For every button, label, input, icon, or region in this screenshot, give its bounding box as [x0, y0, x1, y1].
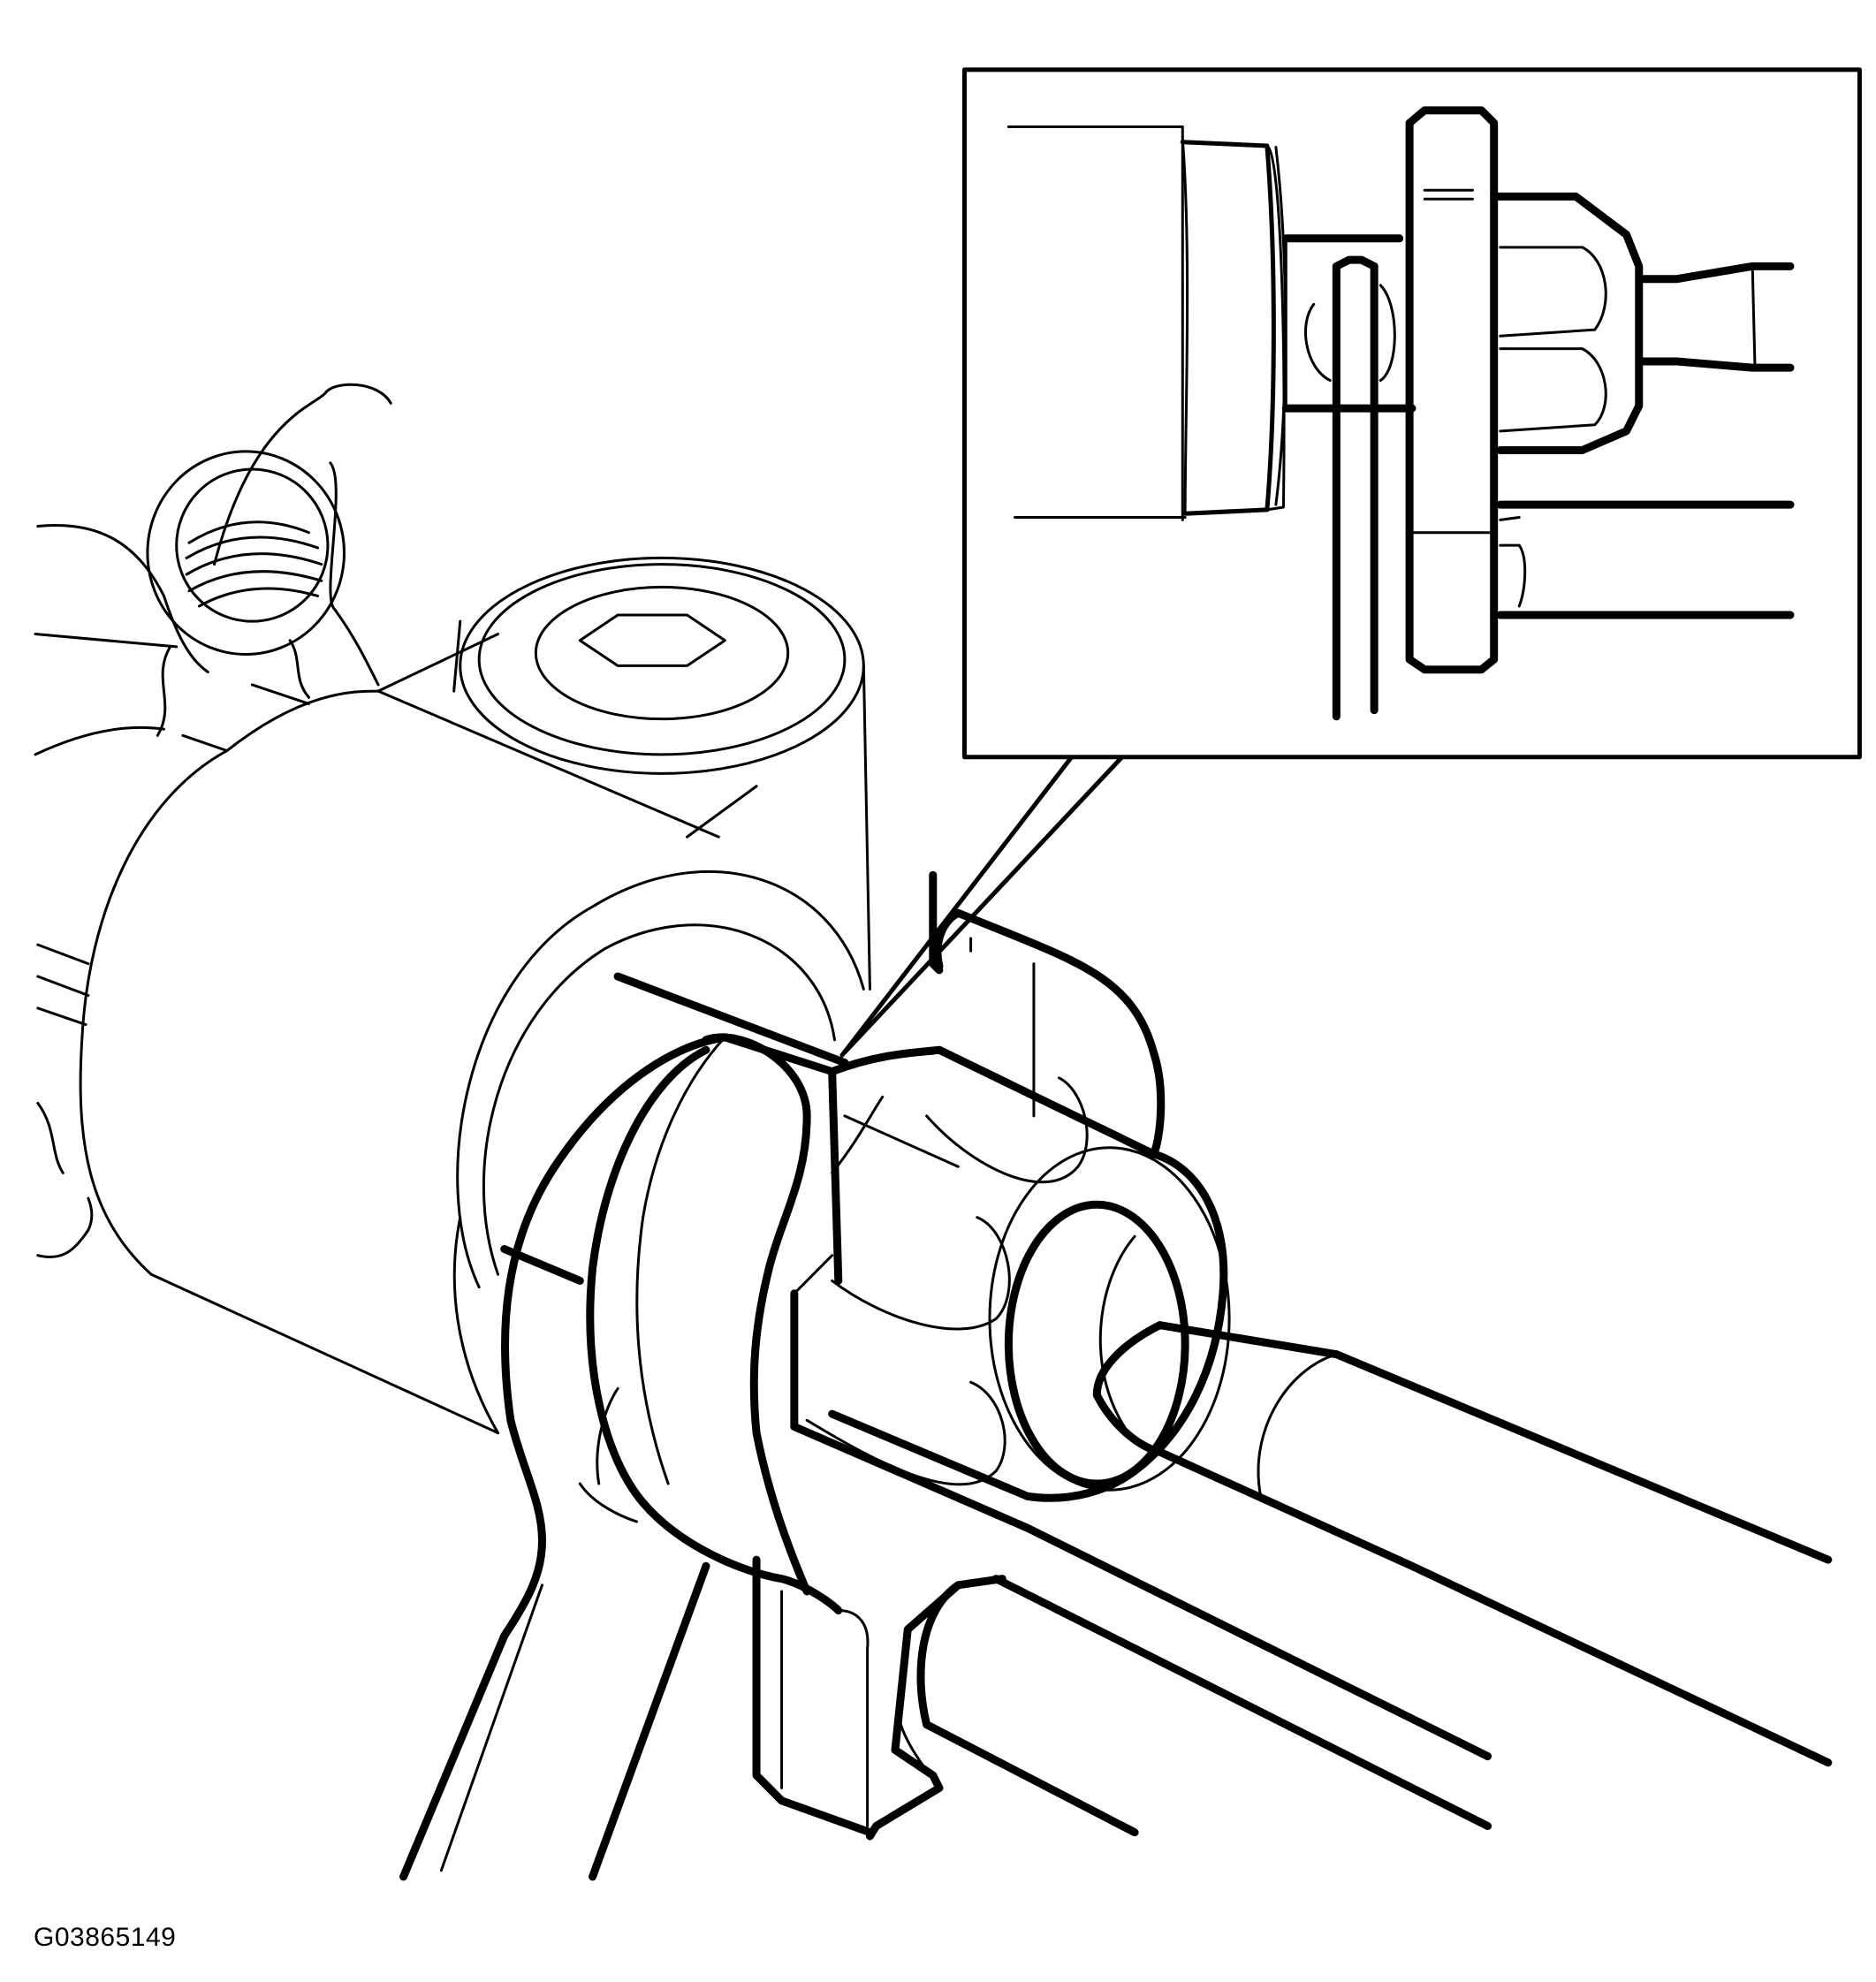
gear-housing: [35, 384, 870, 1432]
lock-nut-face: [990, 1148, 1229, 1490]
fluid-port-inner: [177, 469, 328, 621]
tie-rod-assembly: [505, 875, 1828, 1836]
detail-callout: [842, 757, 1122, 1055]
figure-id-label: G03865149: [34, 1923, 177, 1952]
hex-socket: [580, 615, 725, 665]
lock-nut-bore: [1008, 1204, 1185, 1484]
detail-inset: [964, 70, 1859, 757]
open-end-wrench: [404, 1037, 870, 1877]
fluid-port-outer: [148, 452, 345, 655]
